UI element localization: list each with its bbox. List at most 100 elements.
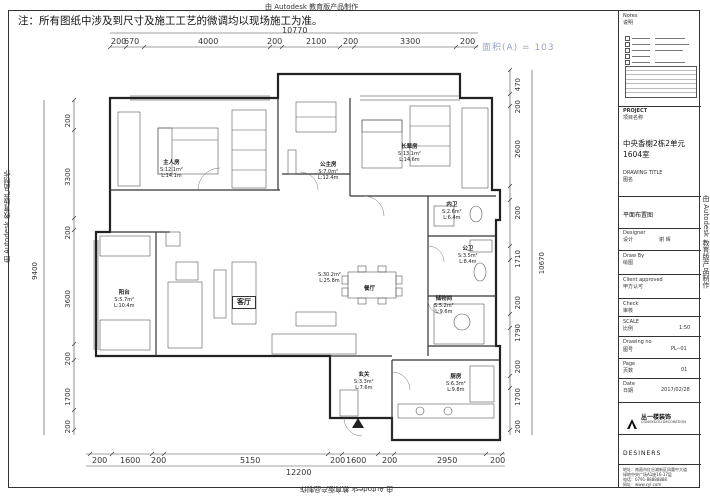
room-living: 客厅 xyxy=(232,296,256,309)
room-kitchen-perimeter: L:9.8m xyxy=(447,387,465,394)
drawing-no-label: Drawing no xyxy=(623,339,652,345)
room-dining-perimeter: L:25.8m xyxy=(319,278,340,285)
drawing-frame xyxy=(8,10,700,488)
drawing-title: 平面布置图 xyxy=(623,212,654,219)
room-master-bedroom: 主人房 S:12.1m² L:14.1m xyxy=(160,160,183,179)
scale-value: 1:50 xyxy=(679,325,691,331)
room-inner-wc-perimeter: L:6.4m xyxy=(443,215,461,222)
notes-row-4 xyxy=(625,46,691,77)
page-sub: 页数 xyxy=(623,368,634,374)
dim-top-0: 200 xyxy=(111,37,127,46)
room-inner-wc-area: S:2.6m² xyxy=(442,208,462,215)
room-entrance-area: S:3.3m² xyxy=(354,378,374,385)
room-second-bedroom-area: S:13.1m² xyxy=(398,150,421,157)
room-dining-area: S:30.2m² xyxy=(318,272,341,278)
date-value: 2017/02/28 xyxy=(661,387,690,393)
room-balcony-name: 阳台 xyxy=(118,290,130,296)
page-value: 01 xyxy=(681,367,688,373)
top-note: 注：所有图纸中涉及到尺寸及施工工艺的微调均以现场施工为准。 xyxy=(18,15,323,27)
notes-row-1 xyxy=(625,28,691,41)
dim-top-2: 4000 xyxy=(198,37,219,46)
area-label: 面积(A) = 103 xyxy=(482,43,555,53)
dim-bottom-7: 2950 xyxy=(437,456,458,465)
title-block: Notes 说明 PROJECT 项目名称 中央香榭2栋2单元1604室 DRA… xyxy=(618,10,701,488)
room-master-bedroom-name: 主人房 xyxy=(163,160,180,166)
room-study-name: 储物间 xyxy=(435,296,453,302)
entrance-arrow xyxy=(352,418,364,428)
furniture xyxy=(99,101,495,419)
dim-top-1: 670 xyxy=(124,37,140,46)
room-dining: S:30.2m² L:25.8m xyxy=(318,272,341,285)
company-en: CONGYILOU DECORATION xyxy=(641,420,686,424)
room-second-bedroom: 长辈房 S:13.1m² L:14.6m xyxy=(398,144,421,163)
watermark-right: 由 Autodesk 教育版产品制作 xyxy=(702,195,710,289)
drawing-no-sub: 图号 xyxy=(623,347,634,353)
room-inner-wc-name: 内卫 xyxy=(446,202,458,208)
room-princess-name: 公主房 xyxy=(319,162,337,168)
drawing-title-label: DRAWING TITLE xyxy=(623,170,663,176)
room-living-name: 客厅 xyxy=(232,296,256,309)
dim-bottom-8: 200 xyxy=(490,456,506,465)
room-public-wc: 公卫 S:3.5m² L:8.4m xyxy=(458,246,478,265)
room-second-bedroom-name: 长辈房 xyxy=(401,144,418,150)
designer-sub: 设计 xyxy=(623,237,634,243)
dim-bottom-6: 200 xyxy=(382,456,398,465)
room-entrance: 玄关 S:3.3m² L:7.6m xyxy=(354,372,374,391)
room-inner-wc: 内卫 S:2.6m² L:6.4m xyxy=(442,202,462,221)
room-public-wc-name: 公卫 xyxy=(462,246,474,252)
address-1: 地址：南昌市红谷滩新区凤凰中大道 xyxy=(623,467,687,472)
room-princess: 公主房 S:7.0m² L:12.4m xyxy=(318,162,338,181)
room-dining-title: 餐厅 xyxy=(364,286,376,292)
website: 网址：www.cyl.com xyxy=(623,482,662,487)
room-master-bedroom-perimeter: L:14.1m xyxy=(161,173,182,180)
room-study: 储物间 S:5.2m² L:9.6m xyxy=(434,296,454,315)
project-sub: 项目名称 xyxy=(623,115,644,121)
watermark-top: 由 Autodesk 教育版产品制作 xyxy=(265,3,359,11)
room-princess-perimeter: L:12.4m xyxy=(318,175,339,182)
notes-sub: 说明 xyxy=(623,20,634,26)
door-swings xyxy=(197,167,445,437)
phone: 电话：0791-88888888 xyxy=(623,477,667,482)
dim-top-5: 200 xyxy=(343,37,359,46)
dim-top-3: 200 xyxy=(267,37,283,46)
notes-row-2 xyxy=(625,34,691,47)
dim-bottom-5: 1600 xyxy=(346,456,367,465)
room-study-area: S:5.2m² xyxy=(434,302,454,309)
designer-value: 谢 晴 xyxy=(659,237,671,243)
notes-header: Notes xyxy=(623,13,638,19)
room-kitchen-name: 厨房 xyxy=(450,374,462,380)
company-name: 丛一楼装饰 xyxy=(641,414,672,421)
approved-label: Client approved xyxy=(623,277,663,283)
room-balcony-perimeter: L:10.4m xyxy=(114,303,135,310)
dim-bottom-4: 200 xyxy=(330,456,346,465)
window-marks xyxy=(93,95,460,350)
notes-table xyxy=(625,66,697,98)
room-balcony-area: S:5.7m² xyxy=(114,296,135,303)
notes-row-6 xyxy=(625,58,691,71)
room-dining-name: 餐厅 xyxy=(364,286,375,293)
room-princess-area: S:7.0m² xyxy=(318,168,339,175)
project-label: PROJECT xyxy=(623,108,648,114)
drawn-sub: 绘图 xyxy=(623,260,634,266)
room-balcony: 阳台 S:5.7m² L:10.4m xyxy=(114,290,134,309)
date-label: Date xyxy=(623,381,635,387)
room-kitchen: 厨房 S:6.3m² L:9.8m xyxy=(446,374,466,393)
room-entrance-name: 玄关 xyxy=(358,372,370,378)
dim-top-4: 2100 xyxy=(306,37,327,46)
project-name: 中央香榭2栋2单元1604室 xyxy=(623,139,686,160)
dim-bottom-0: 200 xyxy=(92,456,108,465)
designer-label: Designer xyxy=(623,230,646,236)
room-study-perimeter: L:9.6m xyxy=(435,309,453,316)
dim-bottom-2: 200 xyxy=(151,456,167,465)
notes-row-3 xyxy=(625,40,691,53)
approved-sub: 甲方认可 xyxy=(623,284,644,290)
designers-text: DESINERS xyxy=(623,450,662,457)
interior-walls xyxy=(110,98,500,440)
drawing-title-sub: 图名 xyxy=(623,177,634,183)
dim-top-6: 3300 xyxy=(400,37,421,46)
address-2: 绿地中央广场A1座16-17层 xyxy=(623,472,672,477)
check-label: Check xyxy=(623,301,639,307)
notes-row-5 xyxy=(625,52,691,65)
company-logo-icon xyxy=(627,414,637,433)
